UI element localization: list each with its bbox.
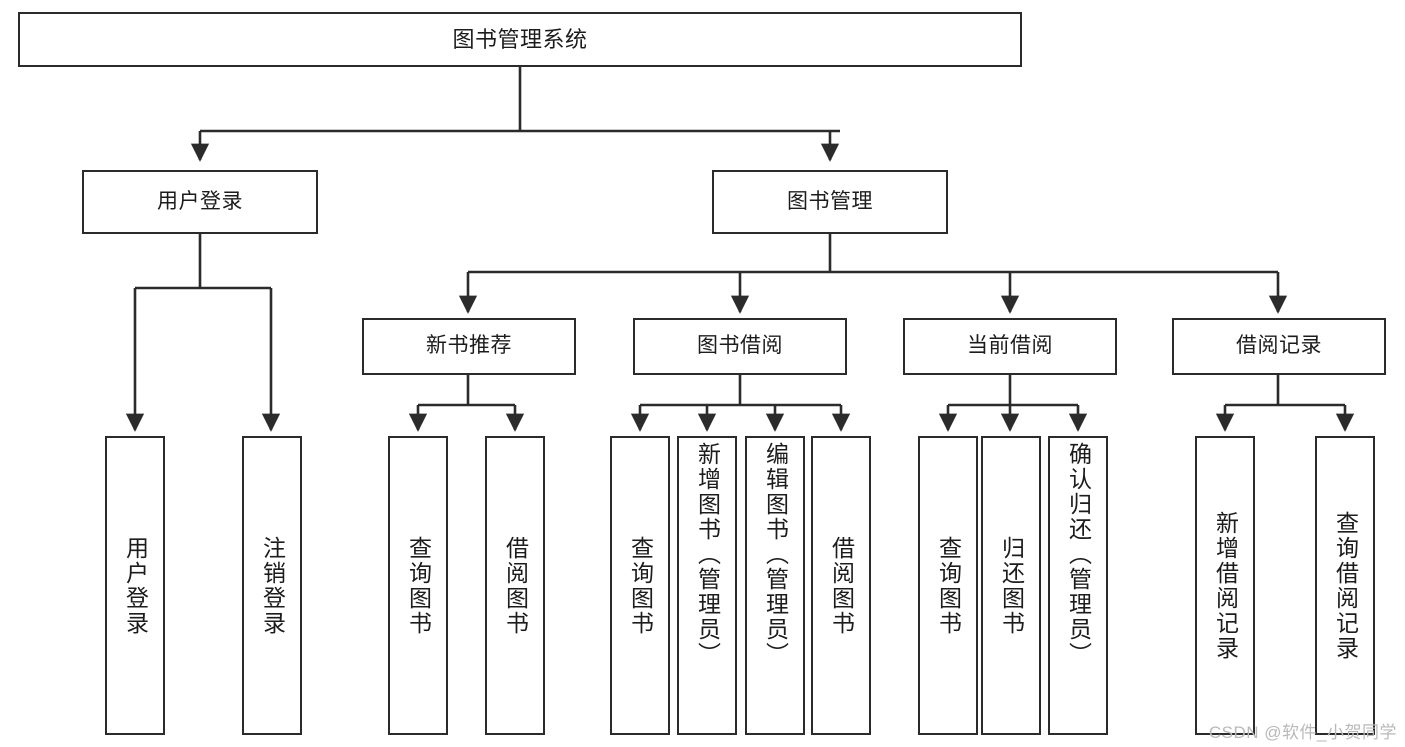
leaf-user-login-login[interactable]: 用户登录: [105, 436, 165, 735]
leaf-new-book-query-label: 查询图书: [405, 535, 432, 636]
node-book-management-label: 图书管理: [787, 189, 873, 213]
leaf-book-borrow-edit-label: 编辑图书（管理员）: [762, 442, 789, 667]
node-root-system[interactable]: 图书管理系统: [18, 12, 1022, 67]
node-user-login-label: 用户登录: [157, 189, 243, 213]
node-book-borrow[interactable]: 图书借阅: [633, 318, 847, 375]
node-borrow-record-label: 借阅记录: [1236, 334, 1322, 358]
leaf-new-book-query[interactable]: 查询图书: [388, 436, 448, 735]
node-borrow-record[interactable]: 借阅记录: [1172, 318, 1386, 375]
leaf-book-borrow-query-label: 查询图书: [627, 535, 654, 636]
leaf-user-login-login-label: 用户登录: [122, 535, 149, 636]
node-current-borrow[interactable]: 当前借阅: [903, 318, 1117, 375]
node-user-login[interactable]: 用户登录: [82, 170, 318, 234]
leaf-current-borrow-confirm-return-label: 确认归还（管理员）: [1065, 442, 1092, 667]
leaf-current-borrow-query[interactable]: 查询图书: [918, 436, 978, 735]
leaf-borrow-record-add-label: 新增借阅记录: [1212, 510, 1239, 661]
leaf-book-borrow-borrow[interactable]: 借阅图书: [811, 436, 871, 735]
leaf-borrow-record-query[interactable]: 查询借阅记录: [1315, 436, 1375, 735]
leaf-user-login-logout[interactable]: 注销登录: [242, 436, 302, 735]
node-root-system-label: 图书管理系统: [452, 26, 588, 52]
leaf-book-borrow-add[interactable]: 新增图书（管理员）: [677, 436, 737, 735]
leaf-new-book-borrow[interactable]: 借阅图书: [485, 436, 545, 735]
leaf-book-borrow-query[interactable]: 查询图书: [610, 436, 670, 735]
leaf-borrow-record-query-label: 查询借阅记录: [1332, 510, 1359, 661]
leaf-new-book-borrow-label: 借阅图书: [502, 535, 529, 636]
leaf-current-borrow-return-label: 归还图书: [998, 535, 1025, 636]
leaf-book-borrow-edit[interactable]: 编辑图书（管理员）: [745, 436, 805, 735]
node-new-book-recommend[interactable]: 新书推荐: [362, 318, 576, 375]
watermark-csdn: CSDN @软件_小贺同学: [1208, 723, 1397, 742]
node-book-management[interactable]: 图书管理: [712, 170, 948, 234]
leaf-current-borrow-confirm-return[interactable]: 确认归还（管理员）: [1048, 436, 1108, 735]
leaf-current-borrow-query-label: 查询图书: [935, 535, 962, 636]
node-new-book-recommend-label: 新书推荐: [426, 334, 512, 358]
leaf-book-borrow-add-label: 新增图书（管理员）: [694, 442, 721, 667]
node-book-borrow-label: 图书借阅: [697, 334, 783, 358]
node-current-borrow-label: 当前借阅: [967, 334, 1053, 358]
leaf-book-borrow-borrow-label: 借阅图书: [828, 535, 855, 636]
leaf-borrow-record-add[interactable]: 新增借阅记录: [1195, 436, 1255, 735]
leaf-user-login-logout-label: 注销登录: [259, 535, 286, 636]
leaf-current-borrow-return[interactable]: 归还图书: [981, 436, 1041, 735]
